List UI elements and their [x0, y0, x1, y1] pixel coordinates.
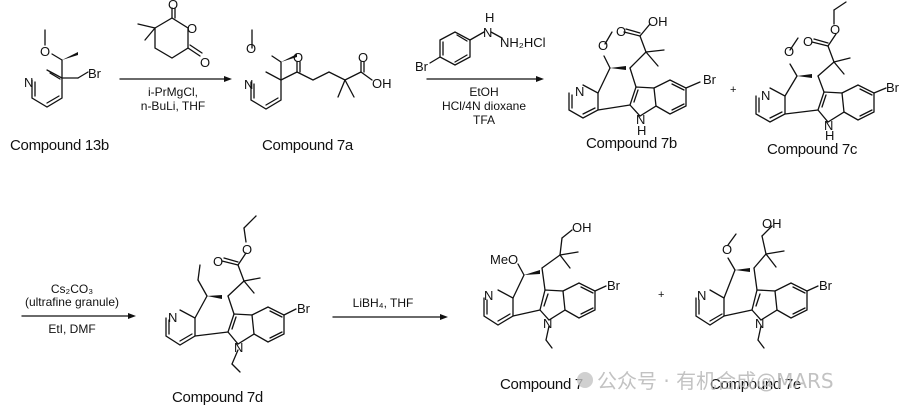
anhydride-o3: O — [200, 55, 210, 70]
compound-label-7e: Compound 7e — [710, 376, 801, 393]
arrow-3-above-1: Cs₂CO₃ — [51, 282, 93, 296]
arrow-2-condition-1: EtOH — [469, 85, 498, 99]
atom-br: Br — [703, 72, 717, 87]
arrow-3-above-2: (ultrafine granule) — [25, 295, 119, 309]
arrow-2-condition-3: TFA — [473, 113, 495, 127]
atom-ester-o: O — [242, 242, 252, 257]
arrow-4-above-1: LiBH₄, THF — [353, 296, 414, 310]
atom-oh: OH — [762, 216, 782, 231]
atom-n: N — [168, 310, 177, 325]
watermark-logo-icon — [577, 372, 593, 388]
atom-br: Br — [88, 66, 102, 81]
hydrazine-n: N — [483, 25, 492, 40]
hydrazine-br: Br — [415, 59, 429, 74]
atom-o: O — [40, 44, 50, 59]
atom-n: N — [484, 288, 493, 303]
compound-7b-structure: O N O OH Br N H — [568, 14, 717, 138]
compound-7a-structure: O N O O OH — [244, 29, 392, 110]
atom-n: N — [697, 288, 706, 303]
atom-oh: OH — [572, 220, 592, 235]
reaction-arrow-3: Cs₂CO₃ (ultrafine granule) EtI, DMF — [21, 282, 136, 336]
arrow-1-condition-2: n-BuLi, THF — [141, 99, 205, 113]
compound-label-7c: Compound 7c — [767, 141, 858, 158]
atom-indole-h: H — [637, 123, 646, 138]
plus-sign-row2: + — [658, 289, 664, 301]
compound-13b-structure: O N Br — [24, 29, 102, 108]
atom-br: Br — [819, 278, 833, 293]
atom-oh: OH — [648, 14, 668, 29]
hydrazine-nh2hcl: NH₂HCl — [500, 35, 546, 50]
atom-meo: MeO — [490, 252, 518, 267]
watermark-text: 公众号 · 有机合成@MARS — [597, 369, 834, 393]
atom-br: Br — [297, 301, 311, 316]
compound-label-7d: Compound 7d — [172, 389, 263, 406]
anhydride-o2: O — [187, 21, 197, 36]
compound-7c-structure: O N O O Br N H — [755, 1, 899, 143]
atom-indole-h: H — [825, 128, 834, 143]
compound-label-13b: Compound 13b — [10, 137, 109, 154]
compound-label-7a: Compound 7a — [262, 137, 354, 154]
atom-br: Br — [886, 80, 899, 95]
arrow-2-condition-2: HCl/4N dioxane — [442, 99, 526, 113]
atom-indole-n: N — [234, 340, 243, 355]
atom-carbonyl-o: O — [803, 34, 813, 49]
atom-o: O — [784, 44, 794, 59]
compound-7d-structure: N O O Br N — [165, 215, 311, 373]
atom-oh: OH — [372, 76, 392, 91]
atom-n: N — [575, 84, 584, 99]
hydrazine-h: H — [485, 10, 494, 25]
compound-label-7b: Compound 7b — [586, 135, 677, 152]
atom-n: N — [244, 77, 253, 92]
atom-indole-n: N — [755, 316, 764, 331]
arrow-1-condition-1: i-PrMgCl, — [148, 85, 198, 99]
anhydride-o1: O — [168, 0, 178, 12]
atom-ketone-o: O — [293, 50, 303, 65]
atom-acid-o: O — [616, 24, 626, 39]
atom-o: O — [722, 242, 732, 257]
atom-carbonyl-o: O — [213, 254, 223, 269]
reaction-arrow-2: Br N H NH₂HCl EtOH HCl/4N dioxane TFA — [415, 10, 546, 127]
atom-indole-n: N — [824, 118, 833, 133]
plus-sign-row1: + — [730, 84, 736, 96]
reaction-arrow-4: LiBH₄, THF — [332, 296, 448, 320]
compound-label-7: Compound 7 — [500, 376, 583, 393]
atom-n: N — [761, 88, 770, 103]
atom-indole-n: N — [543, 316, 552, 331]
compound-7e-structure: O N OH Br N — [695, 216, 833, 349]
atom-n: N — [24, 75, 33, 90]
atom-indole-n: N — [636, 112, 645, 127]
compound-7-structure: MeO N OH Br N — [483, 220, 621, 349]
atom-br: Br — [607, 278, 621, 293]
atom-o: O — [246, 41, 256, 56]
atom-acid-o: O — [358, 50, 368, 65]
atom-ester-o: O — [830, 22, 840, 37]
atom-o: O — [598, 38, 608, 53]
reaction-arrow-1: O O O i-PrMgCl, n-BuLi, THF — [119, 0, 232, 113]
arrow-3-below-1: EtI, DMF — [48, 322, 95, 336]
